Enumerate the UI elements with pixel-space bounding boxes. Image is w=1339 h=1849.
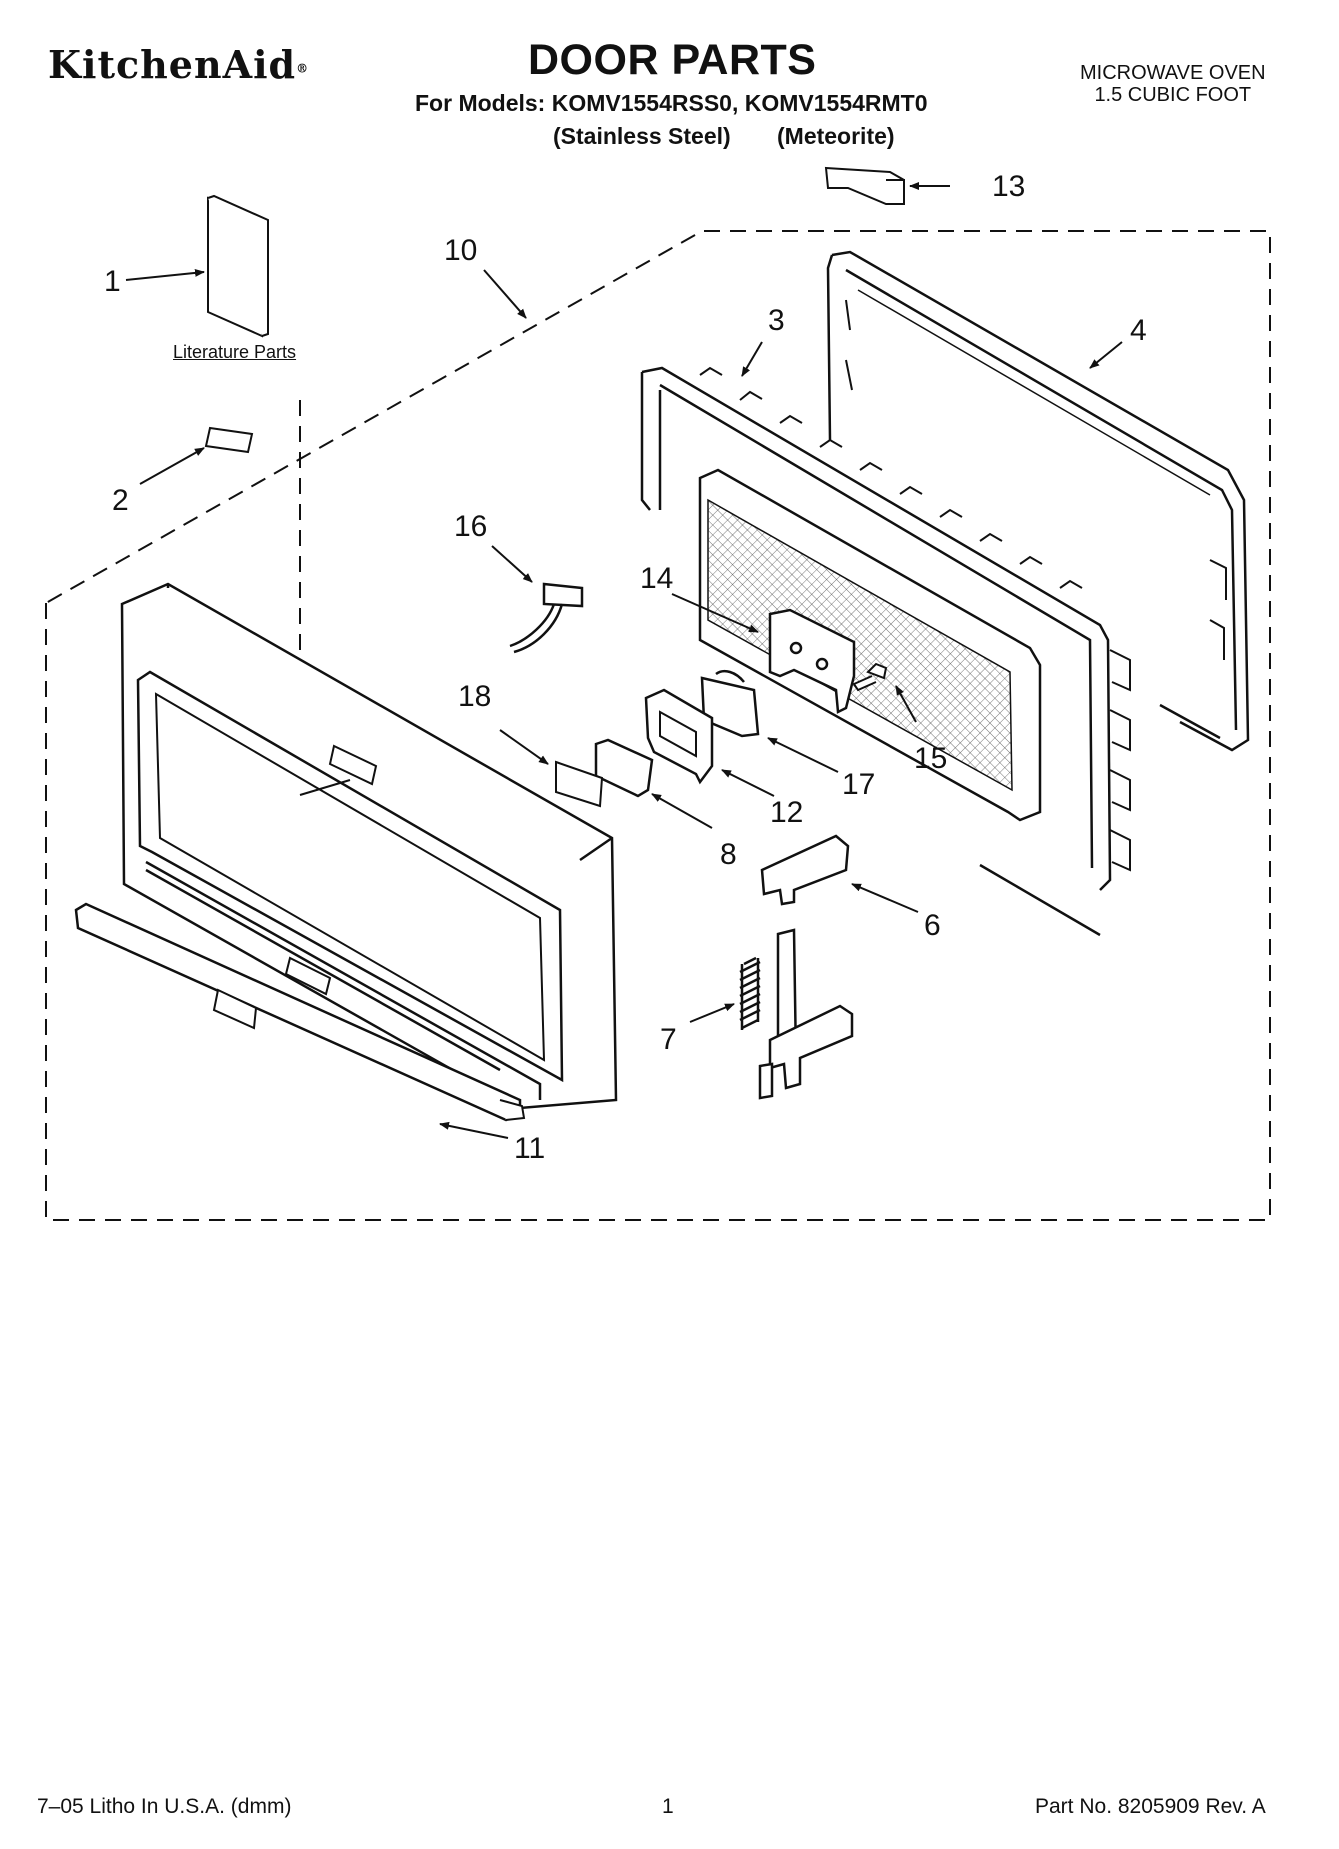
callout-1: 1 <box>104 265 121 298</box>
part-spring <box>739 956 761 1030</box>
literature-parts-label: Literature Parts <box>173 342 297 362</box>
leader-arrows <box>125 182 1123 1139</box>
leader-3 <box>741 341 763 377</box>
callout-11: 11 <box>514 1132 545 1165</box>
assembly-boundary <box>45 230 1271 1221</box>
leader-6 <box>851 883 919 913</box>
footer-part-number: Part No. 8205909 Rev. A <box>1035 1795 1266 1818</box>
part-actuator <box>594 738 654 798</box>
leader-18 <box>499 729 549 765</box>
product-line-2: 1.5 CUBIC FOOT <box>1094 84 1252 106</box>
part-switch-holder <box>644 688 714 785</box>
leader-11 <box>439 1121 509 1139</box>
part-latch-lever <box>758 834 854 1100</box>
callout-6: 6 <box>924 909 941 942</box>
callout-10: 10 <box>444 234 477 267</box>
leader-17 <box>767 737 839 773</box>
callout-16: 16 <box>454 510 487 543</box>
footer-page-number: 1 <box>662 1795 674 1818</box>
models-line: For Models: KOMV1554RSS0, KOMV1554RMT0 <box>415 90 928 116</box>
part-door-assembly <box>120 582 618 1110</box>
callout-7: 7 <box>660 1023 677 1056</box>
part-bracket <box>824 166 905 205</box>
callout-2: 2 <box>112 484 129 517</box>
leader-8 <box>651 793 713 829</box>
brand-logo: KitchenAid® <box>48 42 310 87</box>
page-title: DOOR PARTS <box>528 36 817 84</box>
callout-13: 13 <box>992 170 1025 203</box>
callout-18: 18 <box>458 680 491 713</box>
part-label <box>204 426 254 454</box>
part-latch-plate <box>768 608 856 714</box>
leader-10 <box>483 269 527 319</box>
callout-15: 15 <box>914 742 947 775</box>
leader-2 <box>139 447 205 485</box>
part-switch <box>700 670 760 738</box>
part-small-label <box>555 760 604 808</box>
leader-literature <box>299 779 351 796</box>
callout-12: 12 <box>770 796 803 829</box>
leader-1 <box>125 268 205 281</box>
part-mesh-window <box>698 468 1042 822</box>
variant-meteorite: (Meteorite) <box>777 123 895 149</box>
variant-stainless: (Stainless Steel) <box>553 123 731 149</box>
leader-12 <box>721 769 775 797</box>
part-inner-frame <box>640 366 1131 937</box>
leader-14 <box>671 593 759 633</box>
leader-7 <box>689 1003 735 1023</box>
leader-16 <box>491 545 533 583</box>
part-outer-frame <box>826 250 1250 752</box>
callout-17: 17 <box>842 768 875 801</box>
leader-15 <box>895 685 917 723</box>
part-trim-strip <box>74 902 526 1122</box>
part-screw <box>852 662 888 692</box>
part-literature <box>207 194 269 338</box>
leader-4 <box>1089 341 1123 369</box>
callout-14: 14 <box>640 562 673 595</box>
callout-4: 4 <box>1130 314 1147 347</box>
product-line-1: MICROWAVE OVEN <box>1080 62 1266 84</box>
footer-litho: 7–05 Litho In U.S.A. (dmm) <box>37 1795 292 1818</box>
callout-3: 3 <box>768 304 785 337</box>
part-wire-harness <box>509 582 584 654</box>
product-description: MICROWAVE OVEN 1.5 CUBIC FOOT <box>1080 62 1266 106</box>
callout-8: 8 <box>720 838 737 871</box>
